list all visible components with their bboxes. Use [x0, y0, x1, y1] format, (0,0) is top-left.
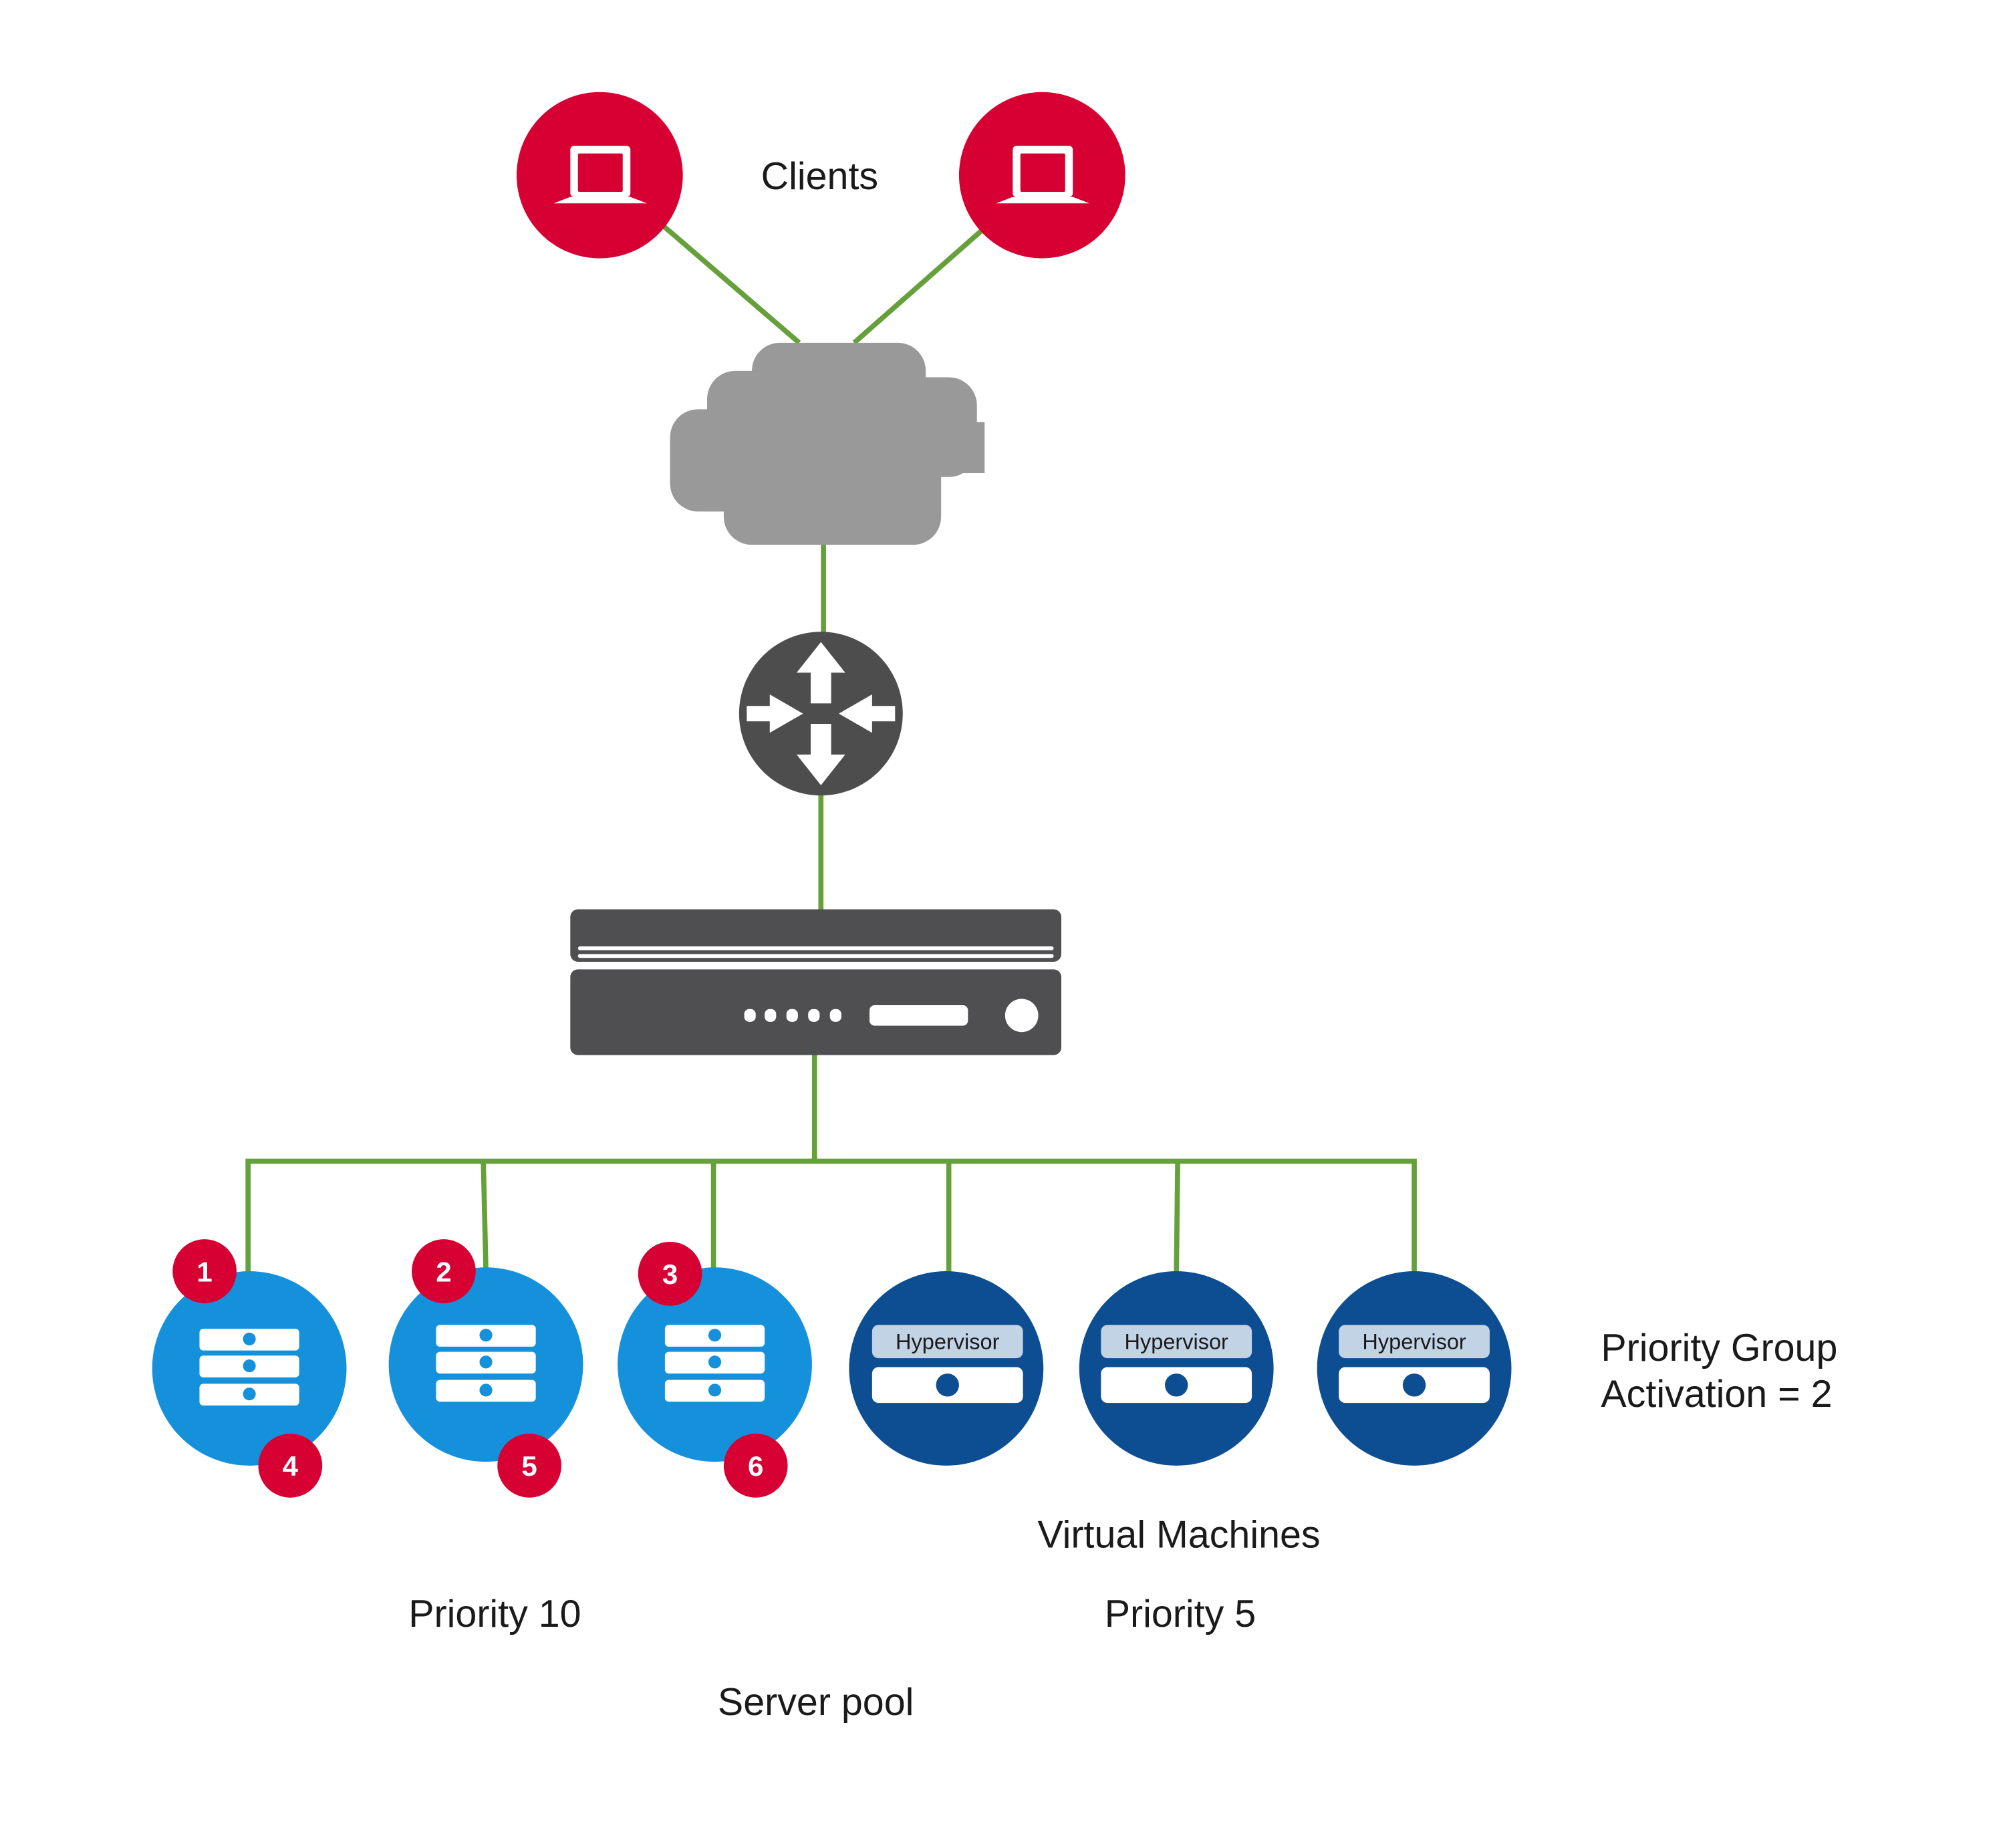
- priority-group-label-line2: Activation = 2: [1601, 1373, 1832, 1416]
- status-leds: [744, 999, 1039, 1033]
- load-balancer-icon[interactable]: [570, 909, 1062, 1055]
- hypervisor-node-3[interactable]: Hypervisor: [1317, 1271, 1512, 1466]
- hypervisor-label: Hypervisor: [1125, 1330, 1229, 1354]
- drop-server-2: [481, 1161, 489, 1271]
- client-node-1[interactable]: [516, 92, 683, 259]
- server-pool-label: Server pool: [718, 1681, 914, 1724]
- server-node-2[interactable]: 2 5: [388, 1239, 583, 1498]
- badge-3: 3: [638, 1242, 702, 1306]
- laptop-icon: [553, 146, 648, 204]
- server-node-1[interactable]: 1 4: [152, 1239, 347, 1498]
- badge-6: 6: [723, 1434, 788, 1498]
- server-icon: [199, 1329, 299, 1406]
- badge-4: 4: [258, 1434, 323, 1498]
- svg-text:5: 5: [521, 1450, 537, 1482]
- svg-text:1: 1: [196, 1256, 212, 1287]
- priority-5-label: Priority 5: [1105, 1593, 1256, 1635]
- laptop-icon: [996, 146, 1090, 204]
- priority-10-label: Priority 10: [408, 1593, 581, 1635]
- drop-hypervisor-2: [1174, 1161, 1180, 1274]
- svg-text:2: 2: [436, 1256, 451, 1287]
- links: [245, 223, 1417, 1274]
- server-icon: [664, 1325, 765, 1402]
- badge-2: 2: [412, 1239, 476, 1303]
- server-node-3[interactable]: 3 6: [618, 1242, 812, 1498]
- client-node-2[interactable]: [958, 92, 1125, 259]
- hypervisor-node-1[interactable]: Hypervisor: [849, 1271, 1044, 1466]
- link-client2-cloud: [852, 228, 984, 345]
- link-client1-cloud: [660, 223, 801, 345]
- router-icon[interactable]: [739, 632, 903, 796]
- server-icon: [436, 1325, 536, 1402]
- virtual-machines-label: Virtual Machines: [1037, 1513, 1320, 1556]
- svg-text:4: 4: [283, 1450, 299, 1482]
- cloud-icon[interactable]: [670, 342, 985, 545]
- hypervisor-node-2[interactable]: Hypervisor: [1079, 1271, 1274, 1466]
- badge-5: 5: [497, 1434, 561, 1498]
- svg-text:3: 3: [662, 1259, 678, 1290]
- clients-label: Clients: [761, 155, 878, 198]
- hypervisor-label: Hypervisor: [1362, 1330, 1466, 1354]
- hypervisor-label: Hypervisor: [896, 1330, 1000, 1354]
- priority-group-label-line1: Priority Group: [1601, 1327, 1837, 1369]
- badge-1: 1: [172, 1239, 237, 1303]
- svg-text:6: 6: [748, 1450, 763, 1482]
